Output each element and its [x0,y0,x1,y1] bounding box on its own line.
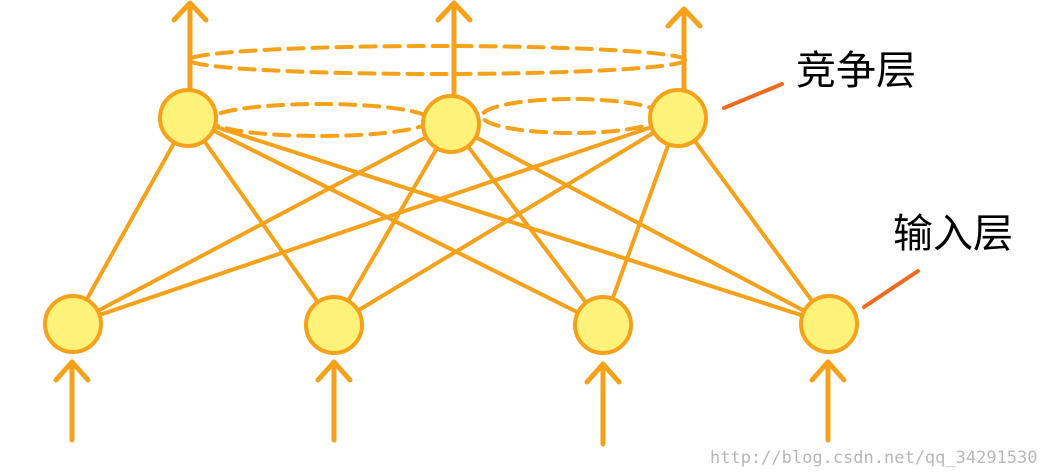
input-node-2 [304,295,364,355]
input-arrow-3 [584,361,622,447]
edge-i3-c2 [449,122,605,327]
input-arrow-4 [809,359,847,443]
edge-i4-c1 [186,116,831,326]
edge-i2-c2 [332,122,453,327]
lateral-loop-left [208,102,432,138]
competitive-layer-nodes [158,88,708,154]
connections [71,116,831,327]
competitive-node-3 [648,88,708,148]
input-node-4 [799,294,859,354]
input-node-1 [43,294,103,354]
output-arrow-1 [171,0,209,95]
input-layer-label: 输入层 [893,211,1013,257]
competitive-layer-pointer [722,82,784,110]
output-arrow-2 [435,0,473,99]
input-layer-pointer [862,269,920,309]
edge-i4-c3 [676,116,831,326]
edge-i1-c3 [71,116,680,326]
edge-i3-c1 [186,116,605,327]
input-node-3 [573,295,633,355]
input-arrow-2 [315,359,353,443]
input-layer-nodes [43,294,859,355]
lateral-loop-right [480,97,664,135]
edge-i3-c3 [601,116,680,327]
edge-i2-c1 [186,116,336,327]
competitive-node-2 [421,94,481,154]
input-arrow-1 [53,359,91,443]
competitive-node-1 [158,88,218,148]
edge-i1-c1 [71,116,190,326]
watermark: http://blog.csdn.net/qq_34291530 [710,448,1038,468]
output-arrow-3 [665,6,703,93]
edge-i4-c2 [449,122,831,326]
input-arrows [53,359,847,447]
output-arrows [171,0,703,99]
competitive-layer-label: 竞争层 [796,48,916,94]
lateral-loop-outer [187,44,687,76]
